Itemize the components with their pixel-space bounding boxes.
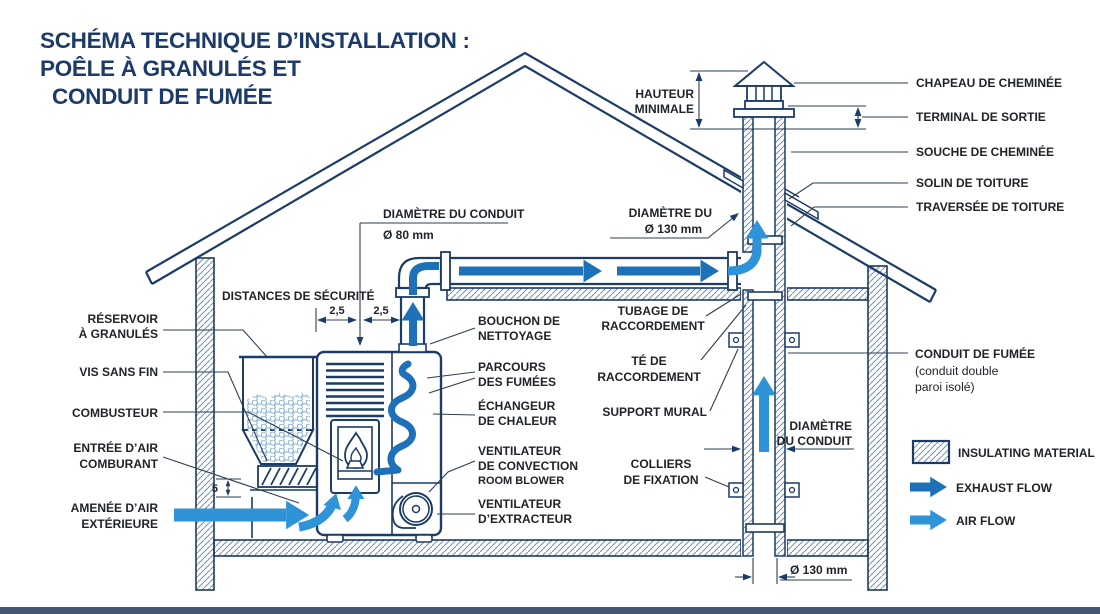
page-title-line1: SCHÉMA TECHNIQUE D’INSTALLATION : xyxy=(40,28,470,53)
pellet-stove xyxy=(315,350,443,543)
label-echangeur-1: ÉCHANGEUR xyxy=(478,398,556,413)
label-te-1: TÉ DE xyxy=(631,353,666,368)
dim-25-right: 2,5 xyxy=(373,305,388,317)
label-conduit-fumee-3: paroi isolé) xyxy=(915,380,975,394)
label-colliers-2: DE FIXATION xyxy=(623,473,698,487)
auger xyxy=(257,465,321,488)
label-reservoir-2: À GRANULÉS xyxy=(79,326,158,341)
dim-terminal xyxy=(788,105,866,128)
label-parcours-2: DES FUMÉES xyxy=(478,374,556,389)
label-diametre-conduit-right-2: DU CONDUIT xyxy=(777,434,853,448)
storey-collar xyxy=(733,108,795,118)
bottom-bar xyxy=(0,607,1100,614)
floor-left xyxy=(213,539,742,557)
label-reservoir-1: RÉSERVOIR xyxy=(88,311,159,326)
label-colliers-1: COLLIERS xyxy=(631,457,692,471)
wall-brackets xyxy=(728,332,800,498)
stove-grille xyxy=(326,362,384,418)
pellet-hopper xyxy=(239,355,321,538)
dim-diametre-130-bottom: Ø 130 mm xyxy=(735,558,852,584)
label-convection-3: ROOM BLOWER xyxy=(478,475,564,487)
legend-air-flow: AIR FLOW xyxy=(956,514,1016,528)
roof-flashing-right xyxy=(784,191,819,221)
tee-coupling-bottom xyxy=(747,291,783,301)
label-traversee-toiture: TRAVERSÉE DE TOITURE xyxy=(916,199,1064,214)
label-hauteur-minimale-2: MINIMALE xyxy=(635,102,694,116)
air-flow-arrows xyxy=(174,220,776,532)
label-solin-toiture: SOLIN DE TOITURE xyxy=(916,176,1028,190)
base-coupling xyxy=(745,523,785,533)
value-diametre-floor: Ø 130 mm xyxy=(790,563,847,577)
pellets xyxy=(247,392,310,462)
page-title-line2: POÊLE À GRANULÉS ET xyxy=(40,56,301,81)
page-title-line3: CONDUIT DE FUMÉE xyxy=(52,84,272,109)
dim-diametre-130-top: DIAMÈTRE DU Ø 130 mm xyxy=(610,205,742,239)
label-diametre-conduit-right-1: DIAMÈTRE xyxy=(789,418,852,433)
smoke-serpentine xyxy=(373,360,417,476)
dim-diametre-80: DIAMÈTRE DU CONDUIT Ø 80 mm xyxy=(356,206,525,346)
right-wall xyxy=(867,265,888,591)
label-echangeur-2: DE CHALEUR xyxy=(478,414,557,428)
label-souche-cheminee: SOUCHE DE CHEMINÉE xyxy=(916,144,1054,159)
legend: INSULATING MATERIAL EXHAUST FLOW AIR FLO… xyxy=(910,439,1095,530)
burn-pot xyxy=(345,460,365,469)
label-parcours-1: PARCOURS xyxy=(478,360,546,374)
label-convection-2: DE CONVECTION xyxy=(478,459,578,473)
label-chapeau-cheminee: CHAPEAU DE CHEMINÉE xyxy=(916,75,1062,90)
dim-25-left: 2,5 xyxy=(329,305,344,317)
chimney-cap xyxy=(732,60,796,87)
exhaust-flow-arrows xyxy=(373,260,719,476)
label-amenee-air-1: AMENÉE D’AIR xyxy=(71,500,159,515)
label-hauteur-minimale-1: HAUTEUR xyxy=(635,87,694,101)
label-tubage-2: RACCORDEMENT xyxy=(601,319,705,333)
label-diametre-conduit: DIAMÈTRE DU CONDUIT xyxy=(383,206,525,221)
label-terminal-sortie: TERMINAL DE SORTIE xyxy=(916,110,1046,124)
label-amenee-air-2: EXTÉRIEURE xyxy=(81,516,158,531)
leader-lines xyxy=(162,82,908,515)
house-structure xyxy=(145,51,937,591)
insulating-material-swatch xyxy=(911,439,951,465)
legend-exhaust-flow: EXHAUST FLOW xyxy=(956,481,1053,495)
legend-insulating-material: INSULATING MATERIAL xyxy=(958,446,1095,460)
label-bouchon-2: NETTOYAGE xyxy=(478,329,551,343)
label-support-mural: SUPPORT MURAL xyxy=(602,405,707,419)
label-distances-securite: DISTANCES DE SÉCURITÉ xyxy=(222,288,374,303)
chimney xyxy=(723,60,819,557)
air-flow-legend-icon xyxy=(910,510,947,530)
ceiling-right xyxy=(786,287,869,301)
label-te-2: RACCORDEMENT xyxy=(597,370,701,384)
label-bouchon-1: BOUCHON DE xyxy=(478,314,560,328)
left-wall xyxy=(195,257,215,591)
exhaust-flow-legend-icon xyxy=(910,477,947,497)
label-entree-air-2: COMBURANT xyxy=(79,457,158,471)
dim-hauteur-minimale: HAUTEUR MINIMALE xyxy=(635,70,866,130)
label-conduit-fumee-1: CONDUIT DE FUMÉE xyxy=(915,346,1035,361)
extractor-fan-icon xyxy=(391,492,433,529)
value-diametre-130: Ø 130 mm xyxy=(645,222,702,236)
flow-arrows xyxy=(174,220,776,532)
dim-5: 5 xyxy=(212,483,218,495)
value-diametre-80: Ø 80 mm xyxy=(383,228,434,242)
label-conduit-fumee-2: (conduit double xyxy=(915,364,999,378)
label-vis-sans-fin: VIS SANS FIN xyxy=(79,365,158,379)
dim-distances-securite: DISTANCES DE SÉCURITÉ 2,5 2,5 xyxy=(222,288,402,332)
label-entree-air-1: ENTRÉE D’AIR xyxy=(73,440,158,455)
dimensions: HAUTEUR MINIMALE DIAMÈTRE DU CONDUIT Ø 8… xyxy=(212,70,866,584)
label-tubage-1: TUBAGE DE xyxy=(618,304,689,318)
label-extracteur-2: D’EXTRACTEUR xyxy=(478,512,572,526)
label-convection-1: VENTILATEUR xyxy=(478,444,561,458)
floor-right xyxy=(786,539,869,557)
ceiling-left xyxy=(446,287,742,301)
text-labels: SCHÉMA TECHNIQUE D’INSTALLATION : POÊLE … xyxy=(40,28,1064,531)
label-extracteur-1: VENTILATEUR xyxy=(478,497,561,511)
label-combusteur: COMBUSTEUR xyxy=(72,406,158,420)
fire-window xyxy=(330,419,380,494)
roof-flashing-left xyxy=(723,168,744,190)
dim-diametre-conduit-right: DIAMÈTRE DU CONDUIT xyxy=(704,418,854,453)
label-diametre-130: DIAMÈTRE DU xyxy=(629,205,712,220)
